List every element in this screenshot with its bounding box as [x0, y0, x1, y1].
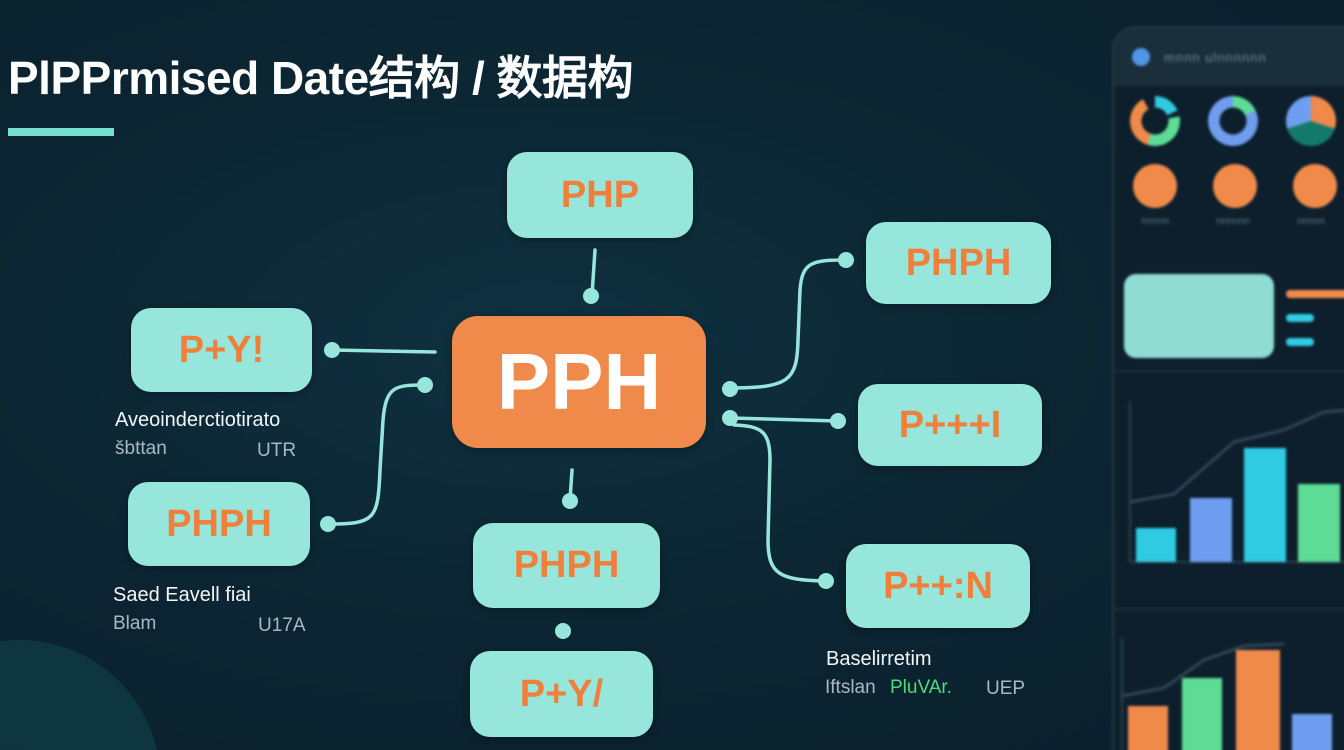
annotation-sub-right: UTR: [257, 440, 297, 461]
bar-chart-1: [1114, 370, 1344, 592]
annotation-sub-left: šbttan: [115, 438, 167, 459]
dashboard-panel: mnnn ulnnnnnn nnnnn nnnnnn nnnnn: [1112, 26, 1344, 750]
annotation-sub-mid: PluVAr.: [890, 677, 952, 698]
donut-chart-icon: [1130, 96, 1180, 146]
status-dot-icon: [1132, 48, 1150, 66]
annotation-sub-right: U17A: [258, 615, 306, 636]
metric-circle-icon: [1133, 164, 1177, 208]
center-node[interactable]: PPH: [452, 316, 706, 448]
caption-row: nnnnn nnnnnn nnnnn: [1130, 216, 1336, 227]
legend-bar: [1286, 314, 1314, 322]
donut-row: [1130, 96, 1336, 146]
node-label: P+++I: [898, 403, 1002, 446]
metric-circle-icon: [1293, 164, 1337, 208]
dashboard-title: mnnn ulnnnnnn: [1164, 49, 1267, 65]
node-right-bottom[interactable]: P++:N: [846, 544, 1030, 628]
donut-chart-icon: [1208, 96, 1258, 146]
node-right-middle[interactable]: P+++I: [858, 384, 1042, 466]
legend-bar: [1286, 290, 1344, 298]
title-underline: [8, 128, 114, 136]
center-node-label: PPH: [496, 337, 662, 426]
annotation-title: Aveoinderctiotirato: [115, 409, 281, 431]
metric-caption: nnnnn: [1141, 216, 1169, 227]
node-left-lower[interactable]: PHPH: [128, 482, 310, 566]
node-bottom-lower[interactable]: P+Y/: [470, 651, 653, 737]
node-label: PHPH: [166, 502, 272, 545]
node-label: PHPH: [513, 544, 620, 586]
ball-row: [1133, 164, 1337, 208]
node-right-top[interactable]: PHPH: [866, 222, 1051, 304]
node-label: P++:N: [883, 564, 993, 607]
annotation-sub-left: Iftslan: [825, 677, 876, 698]
metric-caption: nnnnn: [1297, 216, 1325, 227]
dashboard-header: mnnn ulnnnnnn: [1114, 28, 1344, 86]
annotation-sub-left: Blam: [113, 613, 157, 634]
legend-bar: [1286, 338, 1314, 346]
metric-circle-icon: [1213, 164, 1257, 208]
node-label: P+Y/: [519, 672, 604, 715]
annotation-sub-right: UEP: [986, 678, 1026, 699]
node-bottom-upper[interactable]: PHPH: [473, 523, 660, 608]
node-label: P+Y!: [178, 328, 265, 371]
annotation-title: Baselirretim: [826, 648, 932, 670]
metric-caption: nnnnnn: [1216, 216, 1250, 227]
page-title: PlPPrmised Date结构 / 数据构: [8, 52, 634, 104]
pie-chart-icon: [1286, 96, 1336, 146]
annotation-title: Saed Eavell fiai: [113, 584, 251, 606]
node-label: PHPH: [905, 241, 1012, 284]
summary-card: [1124, 274, 1274, 358]
bar-chart-2: [1114, 608, 1344, 750]
node-left-upper[interactable]: P+Y!: [131, 308, 312, 392]
node-top[interactable]: PHP: [507, 152, 693, 238]
node-label: PHP: [560, 173, 640, 216]
